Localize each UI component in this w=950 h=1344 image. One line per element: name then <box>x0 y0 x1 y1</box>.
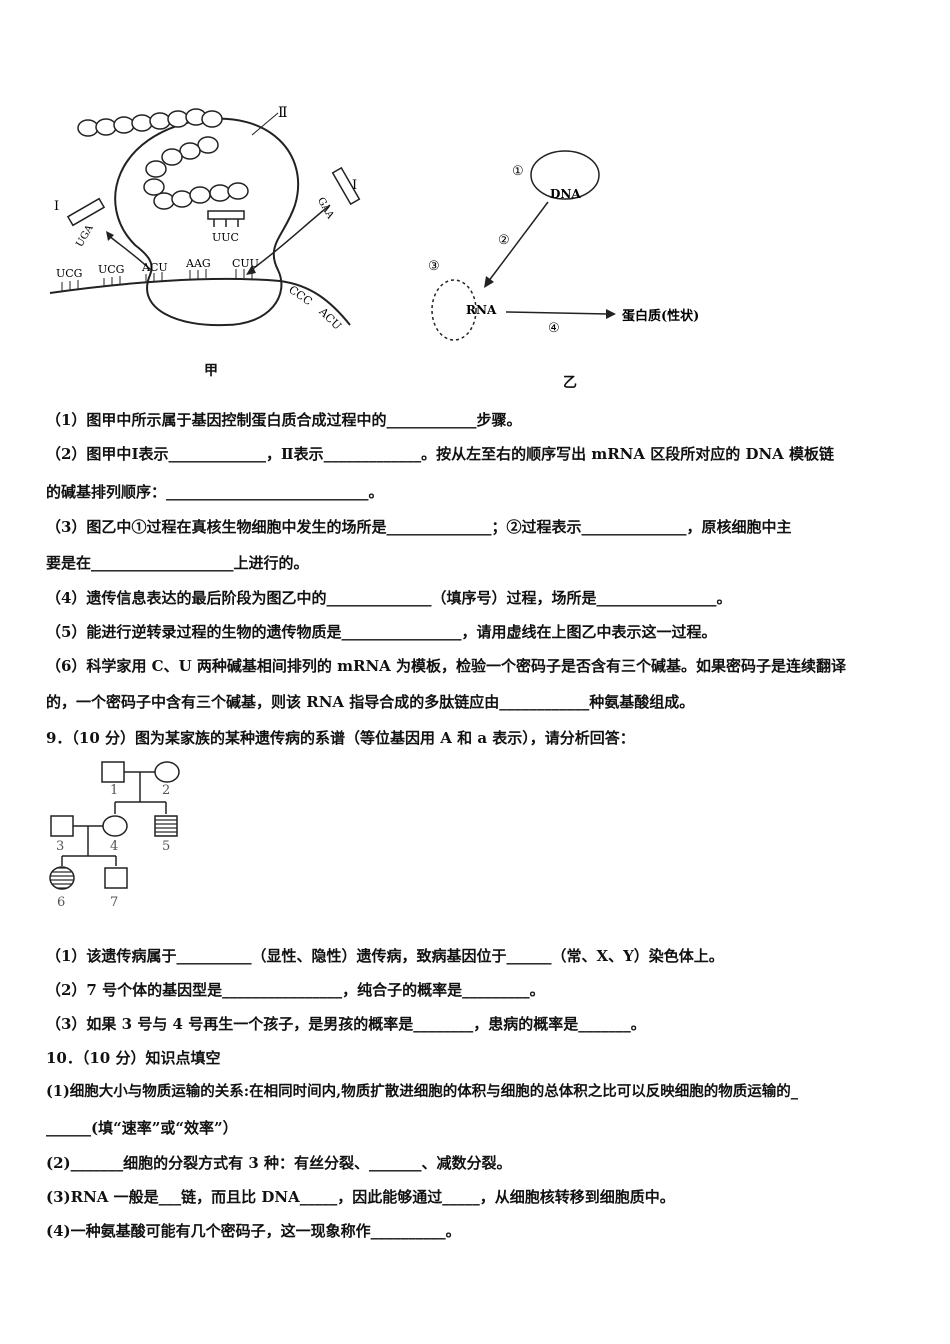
label-I-left: Ⅰ <box>54 199 59 214</box>
individual-5-affected-male <box>154 815 178 837</box>
label-7: 7 <box>110 895 118 910</box>
q10-part1-b: ______(填“速率”或“效率”） <box>46 1119 238 1137</box>
label-I-right: Ⅰ <box>352 178 357 193</box>
step1-label: ① <box>512 164 524 179</box>
anticodon-mid: UUC <box>212 231 239 244</box>
label-3: 3 <box>56 839 64 854</box>
q8-part6-b: 的，一个密码子中含有三个碱基，则该 RNA 指导合成的多肽链应由________… <box>46 693 695 711</box>
mrna-codon-7: ACU <box>316 305 344 333</box>
label-II-leader <box>251 112 279 136</box>
q8-part6-a: （6）科学家用 C、U 两种碱基相间排列的 mRNA 为模板，检验一个密码子是否… <box>46 657 847 675</box>
q9-part2: （2）7 号个体的基因型是________________，纯合子的概率是___… <box>46 981 545 999</box>
protein-label: 蛋白质(性状) <box>622 308 699 324</box>
q10-part3: (3)RNA 一般是___链，而且比 DNA_____，因此能够通过_____，… <box>46 1188 675 1206</box>
q9-part1: （1）该遗传病属于__________（显性、隐性）遗传病，致病基因位于____… <box>46 947 724 965</box>
q9-part3: （3）如果 3 号与 4 号再生一个孩子，是男孩的概率是________，患病的… <box>46 1015 646 1033</box>
dna-label: DNA <box>550 187 581 201</box>
step4-label: ④ <box>548 321 560 336</box>
arrow-translation <box>505 311 609 315</box>
label-4: 4 <box>110 839 118 854</box>
rna-label: RNA <box>466 303 497 317</box>
q8-part3-b: 要是在___________________上进行的。 <box>46 554 309 572</box>
individual-2-female <box>154 761 180 783</box>
q8-part5: （5）能进行逆转录过程的生物的遗传物质是________________，请用虚… <box>46 623 717 641</box>
individual-6-affected-female <box>49 866 75 890</box>
label-6: 6 <box>57 895 65 910</box>
q9-heading: 9．（10 分）图为某家族的某种遗传病的系谱（等位基因用 A 和 a 表示），请… <box>46 729 635 747</box>
q8-part4: （4）遗传信息表达的最后阶段为图乙中的______________（填序号）过程… <box>46 589 732 607</box>
caption-yi: 乙 <box>563 375 577 391</box>
ribosome-outline <box>114 117 300 327</box>
label-II: Ⅱ <box>278 105 288 121</box>
q8-part1: （1）图甲中所示属于基因控制蛋白质合成过程中的____________步骤。 <box>46 411 522 429</box>
mrna-codon-5: CUU <box>232 257 259 270</box>
rna-self-loop <box>431 279 477 341</box>
label-2: 2 <box>162 783 170 798</box>
figure-yi-central-dogma: ① DNA ② ③ RNA ④ 蛋白质(性状) <box>428 150 699 341</box>
mrna-codon-1: UCG <box>56 267 82 280</box>
arrow-head-enter <box>246 265 256 275</box>
label-5: 5 <box>162 839 170 854</box>
q8-part3-a: （3）图乙中①过程在真核生物细胞中发生的场所是______________；②过… <box>46 518 792 536</box>
label-1: 1 <box>110 783 118 798</box>
trna-left <box>66 197 106 227</box>
q10-heading: 10．（10 分）知识点填空 <box>46 1049 221 1067</box>
arrow-head-translation <box>606 309 616 319</box>
arrow-head-transcription <box>484 276 494 288</box>
polypeptide-chain <box>77 108 249 210</box>
trna-right <box>331 166 361 206</box>
individual-3-male <box>50 815 74 837</box>
q10-part1-a: (1)细胞大小与物质运输的关系:在相同时间内,物质扩散进细胞的体积与细胞的总体积… <box>46 1083 798 1100</box>
mrna-codon-4: AAG <box>185 257 211 270</box>
pedigree-chart: 1 2 3 4 5 6 7 <box>49 761 180 910</box>
arrow-transcription <box>487 201 549 283</box>
trna-mid <box>207 210 245 227</box>
mrna-codon-6: CCC <box>286 283 314 308</box>
step2-label: ② <box>498 233 510 248</box>
individual-7-male <box>104 867 128 889</box>
arrow-head-exit <box>106 231 114 241</box>
q8-part2-b: 的碱基排列顺序：___________________________。 <box>46 483 384 501</box>
anticodon-left: UGA <box>74 223 96 250</box>
q8-part2-a: （2）图甲中Ⅰ表示_____________，Ⅱ表示_____________。… <box>46 445 835 463</box>
caption-jia: 甲 <box>204 363 218 379</box>
mrna-strand <box>49 277 351 326</box>
mrna-bases <box>61 269 253 291</box>
step3-label: ③ <box>428 259 440 274</box>
individual-1-male <box>101 761 125 783</box>
mrna-codon-3: ACU <box>141 261 168 274</box>
dna-self-loop <box>530 150 600 200</box>
individual-4-female <box>102 815 128 837</box>
q10-part2: (2)_______细胞的分裂方式有 3 种：有丝分裂、_______、减数分裂… <box>46 1154 512 1172</box>
arrow-trna-enter <box>249 204 331 272</box>
mrna-codon-2: UCG <box>98 263 124 276</box>
q10-part4: (4)一种氨基酸可能有几个密码子，这一现象称作__________。 <box>46 1222 461 1240</box>
figure-jia-translation: UUC Ⅰ UGA Ⅰ GAA Ⅱ UCG UCG ACU AAG CUU CC… <box>49 105 361 333</box>
